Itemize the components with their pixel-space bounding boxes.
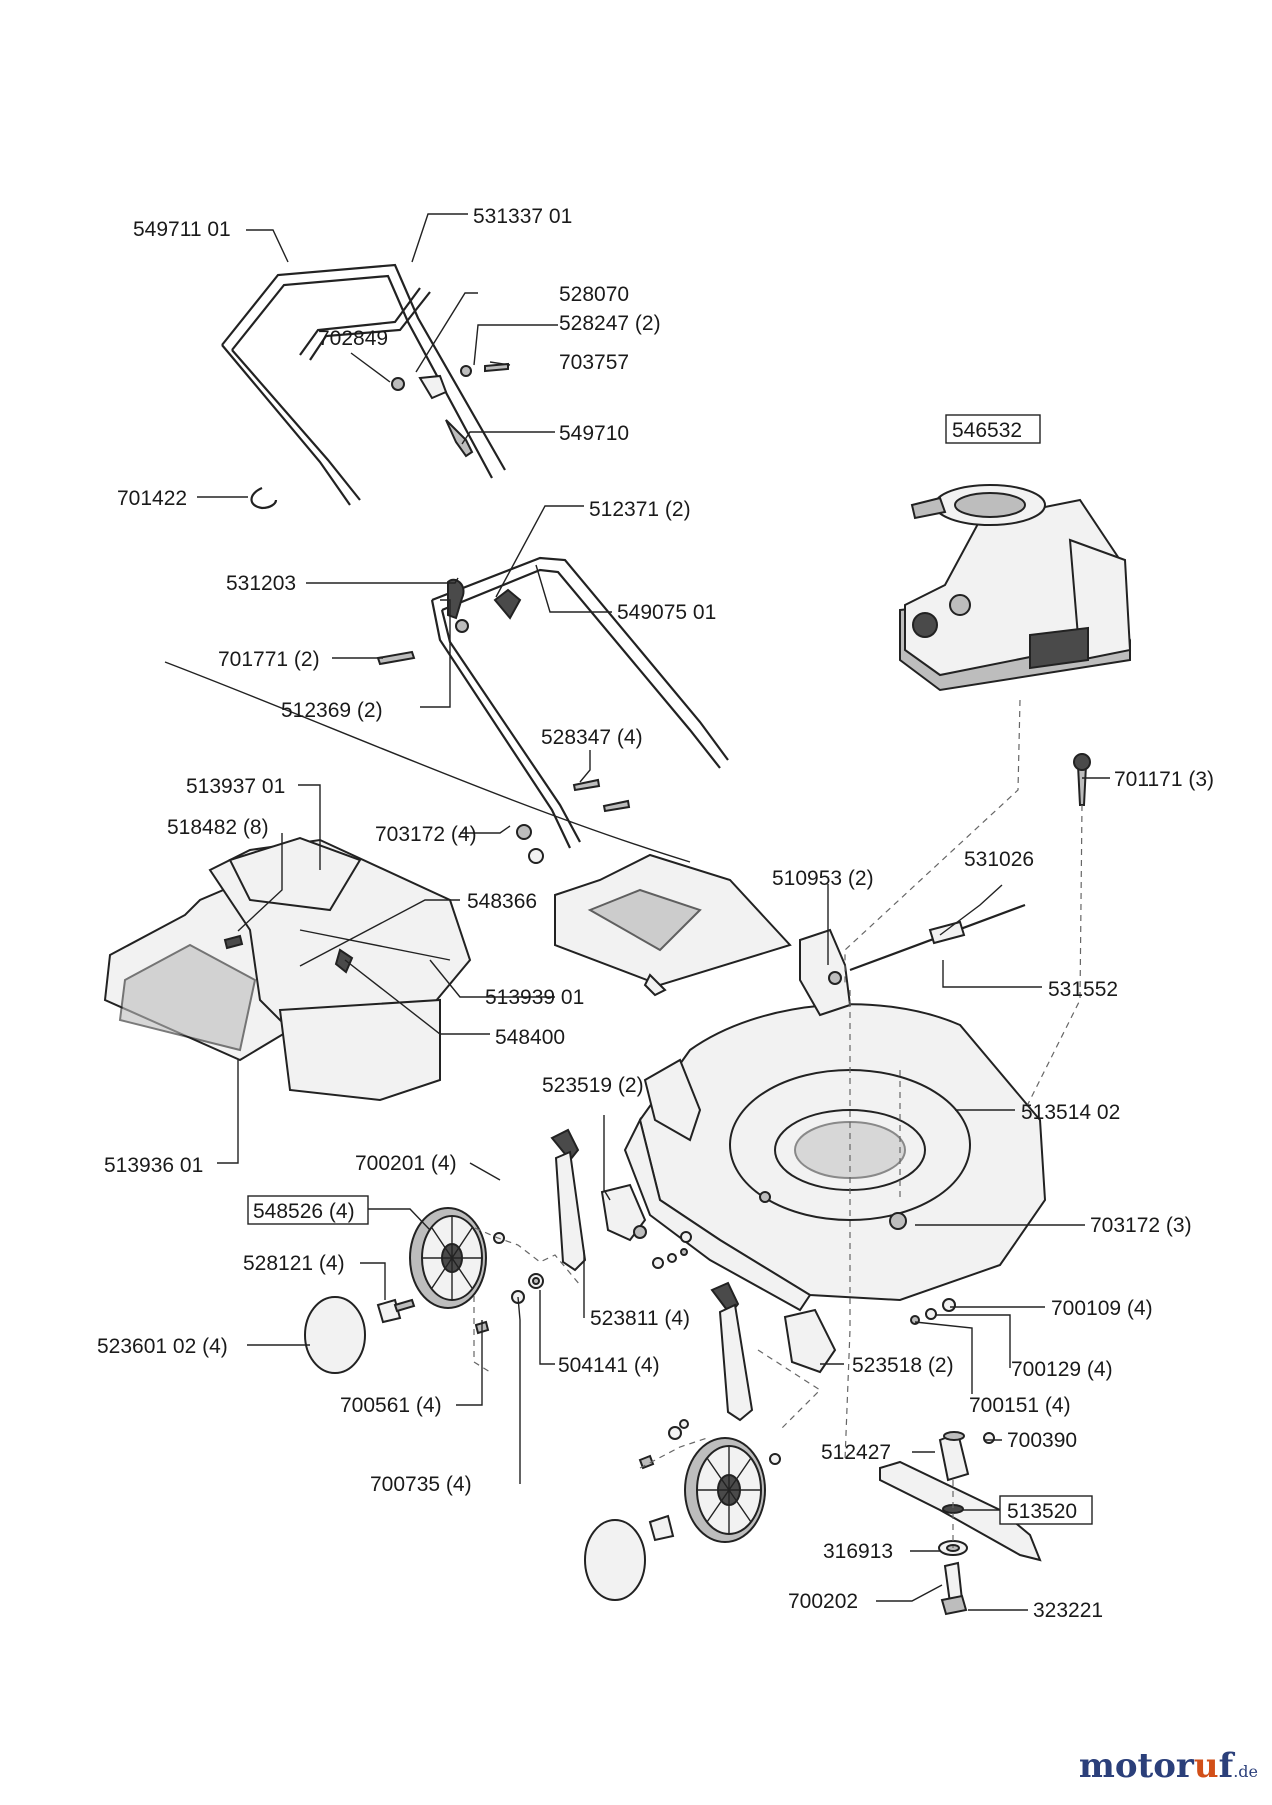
lower-handle: [376, 556, 729, 864]
part-label: 701422: [117, 487, 187, 510]
part-label: 700390: [1007, 1429, 1077, 1452]
front-height-adjuster: [550, 1128, 647, 1272]
upper-handle: [221, 263, 506, 506]
handle-small-parts: [391, 362, 509, 458]
part-label: 700109 (4): [1051, 1297, 1153, 1320]
part-label: 702849: [318, 327, 388, 350]
cable: [164, 661, 691, 863]
part-label: 531026: [964, 848, 1034, 871]
part-label: 518482 (8): [167, 816, 269, 839]
part-label: 528247 (2): [559, 312, 661, 335]
part-label: 703757: [559, 351, 629, 374]
engine: [899, 484, 1132, 692]
part-label: 528121 (4): [243, 1252, 345, 1275]
part-label: 512369 (2): [281, 699, 383, 722]
label-box-513520: [999, 1495, 1093, 1525]
part-label: 512427: [821, 1441, 891, 1464]
part-label: 316913: [823, 1540, 893, 1563]
axle-rod: [828, 753, 1091, 985]
part-label: 700151 (4): [969, 1394, 1071, 1417]
part-label: 548366: [467, 890, 537, 913]
blade-assembly: [879, 1431, 1042, 1616]
part-label: 549711 01: [133, 218, 231, 241]
part-label: 546532: [952, 419, 1022, 442]
label-box-548526: [247, 1195, 369, 1225]
cable-clip: [250, 486, 278, 510]
part-label: 523601 02 (4): [97, 1335, 228, 1358]
rear-wheel: [584, 1419, 781, 1601]
part-label: 531552: [1048, 978, 1118, 1001]
part-label: 513939 01: [485, 986, 584, 1009]
label-box-546532: [945, 414, 1041, 444]
part-label: 701171 (3): [1114, 768, 1214, 791]
grass-bag: [103, 836, 472, 1102]
front-wheel: [304, 1207, 544, 1374]
part-label: 528347 (4): [541, 726, 643, 749]
part-label: 703172 (4): [375, 823, 477, 846]
part-label: 700202: [788, 1590, 858, 1613]
leader-lines: [197, 213, 1110, 1611]
part-label: 513514 02: [1021, 1101, 1120, 1124]
part-labels: 549711 01 531337 01 528070 528247 (2) 70…: [97, 205, 1214, 1622]
part-label: 510953 (2): [772, 867, 874, 890]
part-label: 523811 (4): [590, 1307, 690, 1330]
part-label: 504141 (4): [558, 1354, 660, 1377]
part-label: 700201 (4): [355, 1152, 457, 1175]
part-label: 513520: [1007, 1500, 1077, 1523]
deck-hardware: [652, 1231, 995, 1444]
part-label: 513937 01: [186, 775, 285, 798]
part-label: 523518 (2): [852, 1354, 954, 1377]
part-label: 700735 (4): [370, 1473, 472, 1496]
part-label: 531203: [226, 572, 296, 595]
part-label: 548400: [495, 1026, 565, 1049]
rear-height-adjuster: [710, 1281, 837, 1422]
part-label: 531337 01: [473, 205, 572, 228]
part-label: 323221: [1033, 1599, 1103, 1622]
deflector: [554, 853, 792, 997]
part-label: 549710: [559, 422, 629, 445]
part-label: 512371 (2): [589, 498, 691, 521]
part-label: 528070: [559, 283, 629, 306]
dashed-guides: [473, 699, 1083, 1548]
part-label: 703172 (3): [1090, 1214, 1192, 1237]
part-label: 513936 01: [104, 1154, 203, 1177]
part-label: 701771 (2): [218, 648, 320, 671]
part-label: 523519 (2): [542, 1074, 644, 1097]
part-label: 548526 (4): [253, 1200, 355, 1223]
part-label: 700129 (4): [1011, 1358, 1113, 1381]
watermark-tld: .de: [1233, 1762, 1258, 1781]
watermark-text-b: f: [1218, 1746, 1234, 1786]
watermark-text-dots: u: [1193, 1746, 1219, 1786]
watermark-logo: motoruf.de: [1079, 1746, 1258, 1786]
part-label: 549075 01: [617, 601, 716, 624]
watermark-text-a: motor: [1078, 1746, 1194, 1786]
part-label: 700561 (4): [340, 1394, 442, 1417]
